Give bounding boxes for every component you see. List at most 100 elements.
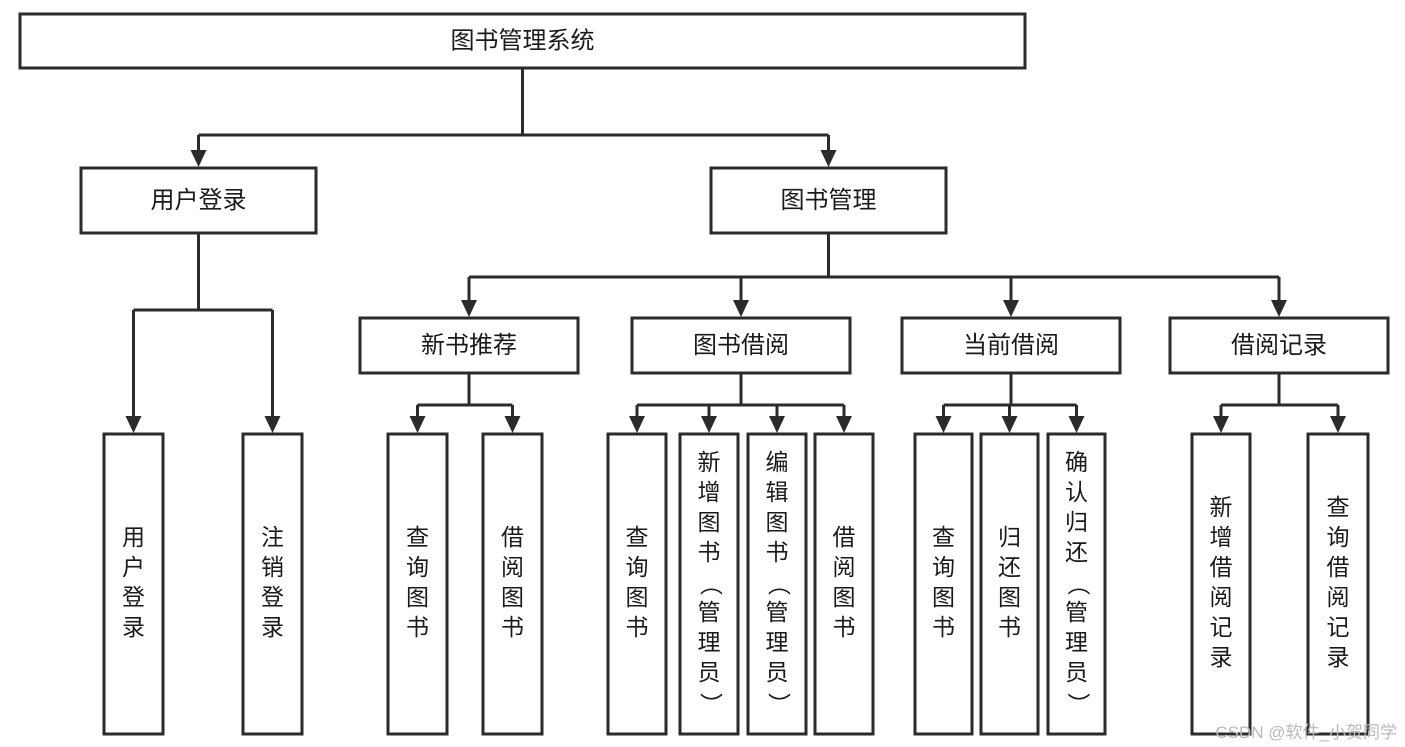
node-current-borrow[interactable]: 当前借阅 [900, 316, 1122, 375]
node-box [630, 316, 852, 375]
svg-text:查: 查 [406, 524, 429, 550]
node-label: 图书借阅 [693, 332, 789, 359]
svg-text:（: （ [1065, 573, 1091, 596]
svg-text:销: 销 [261, 554, 284, 580]
svg-text:录: 录 [122, 614, 145, 640]
node-box [1168, 316, 1390, 375]
svg-text:户: 户 [122, 554, 145, 580]
node-label: 借阅记录 [1231, 332, 1327, 359]
node-box [18, 12, 1027, 70]
node-label: 用户登录 [122, 524, 145, 640]
svg-text:图: 图 [833, 584, 856, 610]
svg-text:询: 询 [626, 554, 649, 580]
edge-group-root [190, 68, 837, 167]
node-box [1046, 432, 1107, 736]
node-box [606, 432, 668, 736]
node-box [1306, 432, 1370, 736]
arrowhead-icon [733, 300, 749, 317]
svg-text:书: 书 [932, 614, 955, 640]
svg-text:员: 员 [1065, 659, 1088, 685]
svg-text:询: 询 [406, 554, 429, 580]
node-label: 用户登录 [151, 187, 247, 214]
svg-text:询: 询 [1327, 524, 1350, 550]
edge-group-user-login [125, 233, 281, 433]
svg-text:录: 录 [1327, 644, 1350, 670]
node-box [678, 432, 740, 736]
node-borrow-record[interactable]: 借阅记录 [1168, 316, 1390, 375]
svg-text:借: 借 [1210, 554, 1233, 580]
node-box [241, 432, 304, 736]
svg-text:理: 理 [766, 629, 789, 655]
node-label: 图书管理 [781, 187, 877, 214]
node-label: 当前借阅 [963, 332, 1059, 359]
arrowhead-icon [701, 416, 717, 433]
arrowhead-icon [264, 416, 281, 433]
svg-text:）: ） [766, 693, 792, 716]
svg-text:查: 查 [1327, 494, 1350, 520]
svg-text:还: 还 [1065, 539, 1088, 565]
node-root[interactable]: 图书管理系统 [18, 12, 1027, 70]
svg-text:录: 录 [261, 614, 284, 640]
svg-text:查: 查 [626, 524, 649, 550]
svg-text:增: 增 [1210, 524, 1233, 550]
node-box [709, 166, 948, 235]
arrowhead-icon [1068, 416, 1085, 433]
node-leaf-user-login[interactable]: 用户登录 [102, 432, 165, 736]
arrowhead-icon [504, 416, 521, 433]
svg-text:图: 图 [698, 509, 721, 535]
svg-text:注: 注 [261, 524, 284, 550]
svg-text:新: 新 [1210, 494, 1233, 520]
arrowhead-icon [1271, 300, 1287, 317]
svg-text:阅: 阅 [501, 554, 524, 580]
node-user-login[interactable]: 用户登录 [79, 166, 318, 235]
arrowhead-icon [409, 416, 426, 433]
svg-text:管: 管 [1065, 599, 1088, 625]
svg-text:认: 认 [1065, 479, 1088, 505]
arrowhead-icon [769, 416, 785, 433]
svg-text:理: 理 [1065, 629, 1088, 655]
svg-text:登: 登 [122, 584, 145, 610]
svg-text:归: 归 [998, 524, 1021, 550]
svg-text:辑: 辑 [766, 479, 789, 505]
node-box [1190, 432, 1252, 736]
edge-group-current-borrow [935, 373, 1085, 433]
svg-text:管: 管 [698, 599, 721, 625]
svg-text:编: 编 [766, 449, 789, 475]
svg-text:理: 理 [698, 629, 721, 655]
svg-text:书: 书 [698, 539, 721, 565]
svg-text:还: 还 [998, 554, 1021, 580]
node-new-book-recommend[interactable]: 新书推荐 [358, 316, 580, 375]
svg-text:增: 增 [698, 479, 721, 505]
svg-text:图: 图 [626, 584, 649, 610]
edge-group-book-borrow [629, 373, 852, 433]
svg-text:）: ） [1065, 693, 1091, 716]
node-book-manage[interactable]: 图书管理 [709, 166, 948, 235]
node-book-borrow[interactable]: 图书借阅 [630, 316, 852, 375]
arrowhead-icon [1330, 416, 1346, 433]
svg-text:图: 图 [766, 509, 789, 535]
node-box [913, 432, 974, 736]
arrowhead-icon [935, 416, 952, 433]
arrowhead-icon [125, 416, 142, 433]
svg-text:记: 记 [1327, 614, 1350, 640]
node-box [979, 432, 1040, 736]
